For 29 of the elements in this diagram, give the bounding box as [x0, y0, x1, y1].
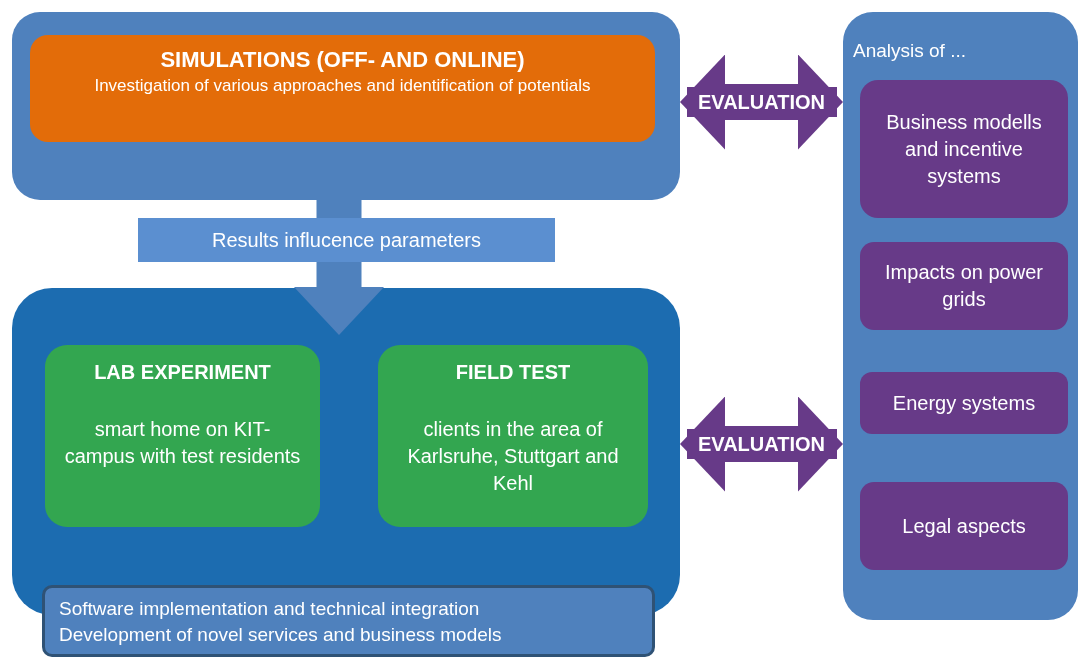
label: Investigation of various approaches and identification of potentials: [94, 74, 591, 97]
process-box: [378, 345, 648, 527]
label: Analysis of ...: [853, 39, 966, 63]
label: Legal aspects: [902, 513, 1026, 539]
label: Impacts on power grids: [884, 260, 1044, 312]
label: smart home on KIT-campus with test residents: [63, 417, 302, 469]
process-box: [30, 35, 655, 142]
process-box: [860, 372, 1068, 434]
text-line: Software implementation and technical integration: [59, 597, 480, 621]
text-line: Development of novel services and business models: [59, 622, 502, 647]
process-box: [860, 80, 1068, 218]
edge-label: Results influcence parameters: [138, 218, 555, 262]
edge-label: EVALUATION: [686, 429, 837, 459]
block-arrow: [294, 200, 384, 335]
text-box: [42, 585, 655, 657]
panel: [12, 12, 680, 200]
heading: FIELD TEST: [455, 360, 571, 385]
process-box: [860, 482, 1068, 570]
block-arrow: [680, 396, 843, 492]
label: Business modells and incentive systems: [885, 109, 1043, 189]
label: Energy systems: [892, 390, 1036, 416]
panel: [843, 12, 1078, 620]
label: clients in the area of Karlsruhe, Stuttgart and Kehl: [406, 417, 620, 496]
block-arrow: [680, 54, 843, 150]
heading: SIMULATIONS (OFF- AND ONLINE): [160, 46, 525, 74]
edge-label: EVALUATION: [686, 87, 837, 117]
heading: LAB EXPERIMENT: [94, 360, 271, 385]
process-box: [860, 242, 1068, 330]
process-box: [45, 345, 320, 527]
